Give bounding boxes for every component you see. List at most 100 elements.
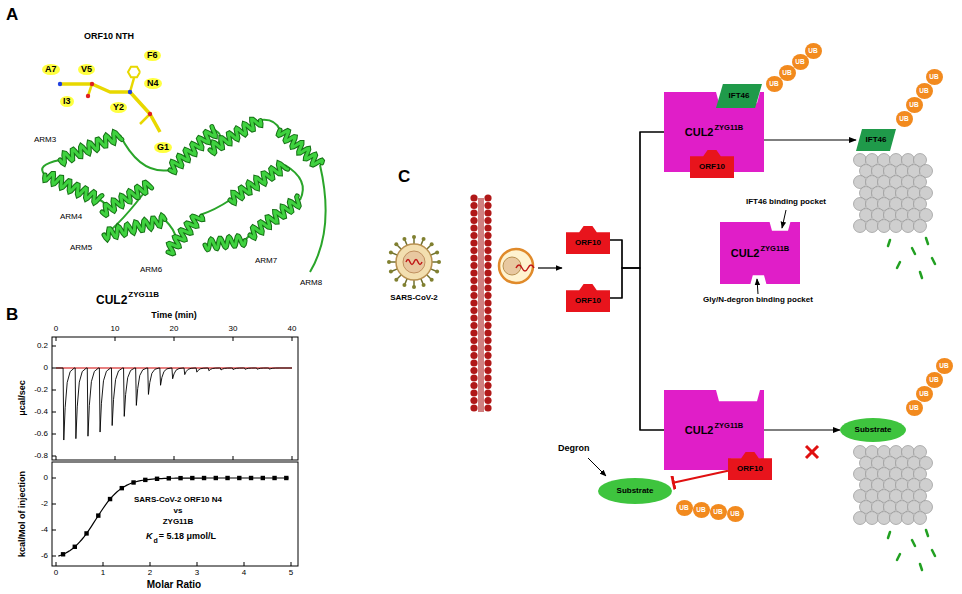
pocket-label: Gly/N-degron binding pocket [703,296,813,304]
thermogram [56,368,292,440]
proteasome [854,446,933,525]
lipid-head [470,382,477,389]
protein-outline [598,478,672,504]
plot-note: ZYG11B [163,518,194,526]
spike-head [394,278,398,282]
lipid-head [484,232,491,239]
ift46-protein: IFT46 [856,129,896,151]
node-body: UB [727,506,744,522]
phenyl-ring [128,67,140,77]
panel-letter: C [398,168,410,185]
bead-outline [805,43,822,59]
peptide-fragment [888,240,890,246]
lipid-head [470,307,477,314]
spike-head [430,278,434,282]
tick-mark [244,562,245,566]
protein-outline [840,418,906,442]
cul2-complex: CUL2ZYG11B [720,222,800,284]
spike-head [389,250,393,254]
node-text: ZYG11B [714,124,743,132]
helix [104,216,165,240]
cross-stroke [806,446,818,458]
protein-outline [856,129,896,151]
lipid-head [484,337,491,344]
endosome [499,249,534,283]
spike-head [394,242,398,246]
node-body: UB [896,111,913,127]
lipid-head [470,194,477,201]
atom [128,90,132,94]
node-text: ZYG11B [714,422,743,430]
bead-outline [926,69,943,85]
tick-mark [291,562,292,566]
tick-label: -0.8 [34,452,48,460]
helix [230,163,288,203]
viral-rna [406,260,422,265]
bead-outline [916,83,933,99]
helix-outline [60,132,122,164]
lipid-head [470,217,477,224]
ubiquitin-bead: UB [906,400,923,416]
plot-note: = 5.18 μmol/L [159,532,216,541]
pathway-art [387,154,935,571]
connector [672,471,728,483]
tick-mark [56,337,57,341]
complex-outline [720,222,800,284]
lipid-head [484,292,491,299]
atom [148,112,152,116]
proteasome-subunit [914,512,927,525]
lipid-head [484,389,491,396]
node-text: UB [909,405,918,412]
bead-outline [727,506,744,522]
lipid-head [470,299,477,306]
tick-label: 30 [229,325,238,333]
ift46-protein: IFT46 [716,84,762,108]
data-point [261,476,265,480]
lipid-head [484,217,491,224]
lipid-head [470,224,477,231]
node-body: UB [916,83,933,99]
leader-arrow [757,279,758,294]
spike-head [435,270,439,274]
helix [205,236,245,250]
spike-head [422,283,426,287]
node-text: UB [919,88,928,95]
data-point [249,476,253,480]
lipid-head [484,209,491,216]
bead-outline [710,504,727,520]
peptide-fragment [920,564,922,570]
tick-mark [115,456,116,460]
node-text: ORF10 [737,465,763,473]
data-point [96,513,100,517]
ubiquitin-bead: UB [676,500,693,516]
node-body: UB [792,54,809,70]
orf10-protein: ORF10 [690,150,734,178]
node-text: UB [909,102,918,109]
node-text: Substrate [855,426,892,434]
proteasome-subunit [854,220,867,233]
lipid-head [484,254,491,261]
protein-label: CUL2 [96,294,127,306]
tick-mark [52,456,56,457]
ubiquitin-bead: UB [906,97,923,113]
tick-mark [174,337,175,341]
virus-core [403,251,425,273]
node-body: UB [766,76,783,92]
lipid-head [470,277,477,284]
proteasome-subunit [890,220,903,233]
lipid-head [470,314,477,321]
data-point [237,476,241,480]
connector [764,139,856,140]
lipid-head [484,194,491,201]
tick-label: 3 [195,569,199,577]
lipid-head [484,314,491,321]
peptide-fragment [926,238,928,244]
data-point [272,476,276,480]
node-text: UB [679,505,688,512]
block-mark [806,446,818,458]
node-body: UB [693,502,710,518]
tick-label: 1 [101,569,105,577]
node-body: IFT46 [716,84,762,108]
lipid-head [470,374,477,381]
leader-arrow [588,458,606,476]
